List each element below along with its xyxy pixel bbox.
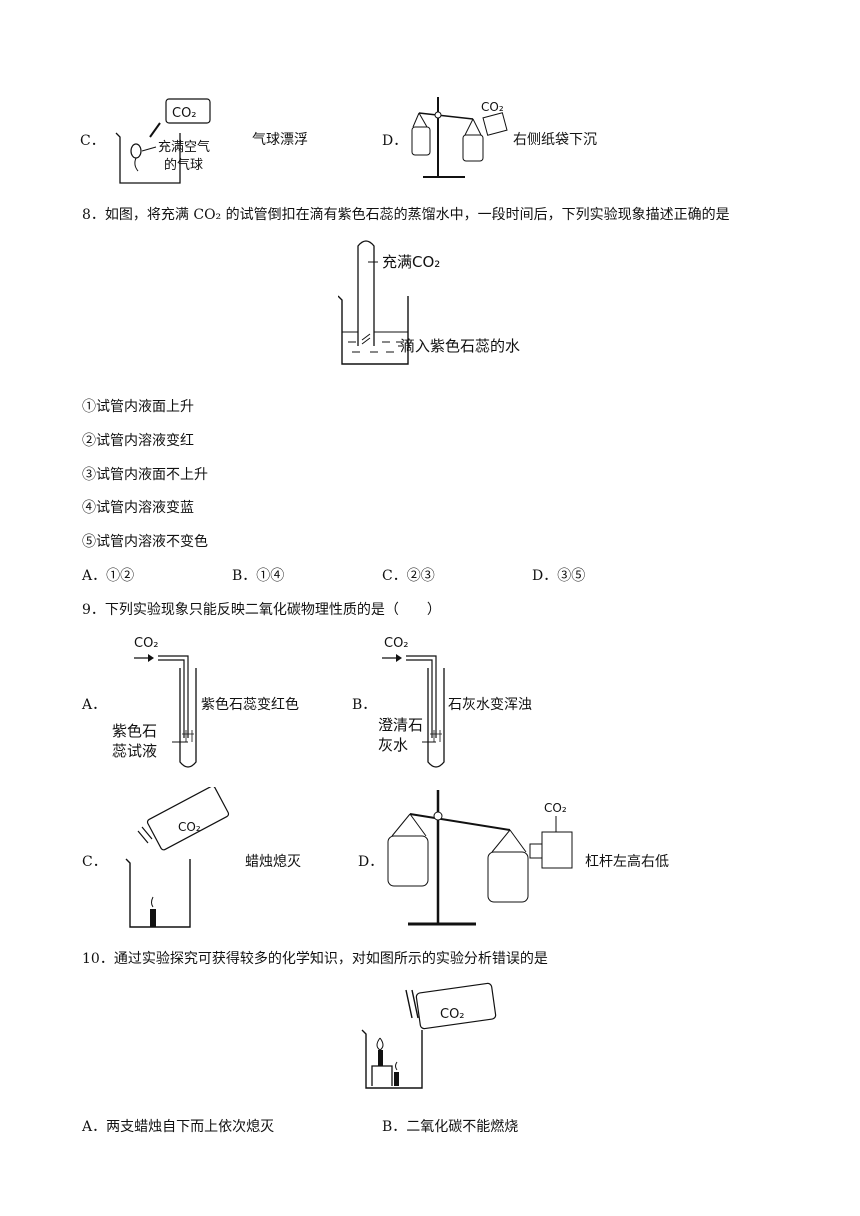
q9-d-gas-label: CO₂ xyxy=(544,801,567,815)
q7-d-gas-label: CO₂ xyxy=(481,100,504,114)
q7-c-fig-label-1: 充满空气 xyxy=(158,139,210,155)
q9-option-c-figure: CO₂ xyxy=(125,787,230,928)
q9-option-b-figure: CO₂ 澄清石 灰水 xyxy=(378,636,445,768)
q9-option-a-figure: CO₂ 紫色石 蕊试液 xyxy=(112,636,197,768)
q8-figure: 充满CO₂ 滴入紫色石蕊的水 xyxy=(338,240,520,365)
q7-option-c-letter: C． xyxy=(80,133,105,149)
q9-option-b-result: 石灰水变浑浊 xyxy=(448,697,532,713)
q9-option-d-letter: D． xyxy=(358,854,384,870)
q9-option-a-letter: A． xyxy=(82,697,107,713)
q9-b-fig-label-1: 澄清石 xyxy=(378,716,423,734)
q8-option-d[interactable]: D．③⑤ xyxy=(532,568,586,584)
q8-option-b[interactable]: B．①④ xyxy=(232,568,285,584)
q7-option-d-result: 右侧纸袋下沉 xyxy=(513,132,597,148)
q8-statement-2: ②试管内溶液变红 xyxy=(82,433,194,449)
q8-statement-4: ④试管内溶液变蓝 xyxy=(82,500,194,516)
q9-b-gas-label: CO₂ xyxy=(384,636,409,651)
q8-fig-label-top: 充满CO₂ xyxy=(382,253,440,271)
q9-option-c-result: 蜡烛熄灭 xyxy=(245,854,301,870)
q9-option-d-result: 杠杆左高右低 xyxy=(585,854,669,870)
q9-b-fig-label-2: 灰水 xyxy=(378,736,408,754)
q10-option-a[interactable]: A．两支蜡烛自下而上依次熄灭 xyxy=(82,1119,275,1135)
q10-figure: CO₂ xyxy=(361,982,497,1089)
q8-fig-label-bottom: 滴入紫色石蕊的水 xyxy=(400,337,520,355)
q8-option-a[interactable]: A．①② xyxy=(82,568,135,584)
q9-option-c-letter: C． xyxy=(82,854,107,870)
q8-statement-3: ③试管内液面不上升 xyxy=(82,467,208,483)
q7-option-d-letter: D． xyxy=(382,133,408,149)
q10-gas-label: CO₂ xyxy=(440,1007,465,1022)
q7-option-d-figure: CO₂ xyxy=(411,97,508,178)
q9-option-d-figure: CO₂ xyxy=(387,790,573,926)
q9-c-gas-label: CO₂ xyxy=(178,820,201,834)
q7-c-fig-label-2: 的气球 xyxy=(164,157,203,173)
q10-stem: 10．通过实验探究可获得较多的化学知识，对如图所示的实验分析错误的是 xyxy=(82,951,548,967)
q9-a-gas-label: CO₂ xyxy=(134,636,159,651)
q9-a-fig-label-1: 紫色石 xyxy=(112,722,157,740)
q9-option-a-result: 紫色石蕊变红色 xyxy=(201,697,299,713)
q7-option-c-figure: CO₂ 充满空气 的气球 xyxy=(115,98,211,184)
q8-statement-1: ①试管内液面上升 xyxy=(82,399,194,415)
q8-statement-5: ⑤试管内溶液不变色 xyxy=(82,534,208,550)
q8-option-c[interactable]: C．②③ xyxy=(382,568,435,584)
q9-stem: 9．下列实验现象只能反映二氧化碳物理性质的是（ ） xyxy=(82,602,441,618)
q7-c-gas-label: CO₂ xyxy=(172,106,197,121)
q9-a-fig-label-2: 蕊试液 xyxy=(112,742,157,760)
q8-stem: 8．如图，将充满 CO₂ 的试管倒扣在滴有紫色石蕊的蒸馏水中，一段时间后，下列实… xyxy=(82,207,730,223)
q9-option-b-letter: B． xyxy=(352,697,377,713)
q10-option-b[interactable]: B．二氧化碳不能燃烧 xyxy=(382,1119,519,1135)
q7-option-c-result: 气球漂浮 xyxy=(252,132,308,148)
